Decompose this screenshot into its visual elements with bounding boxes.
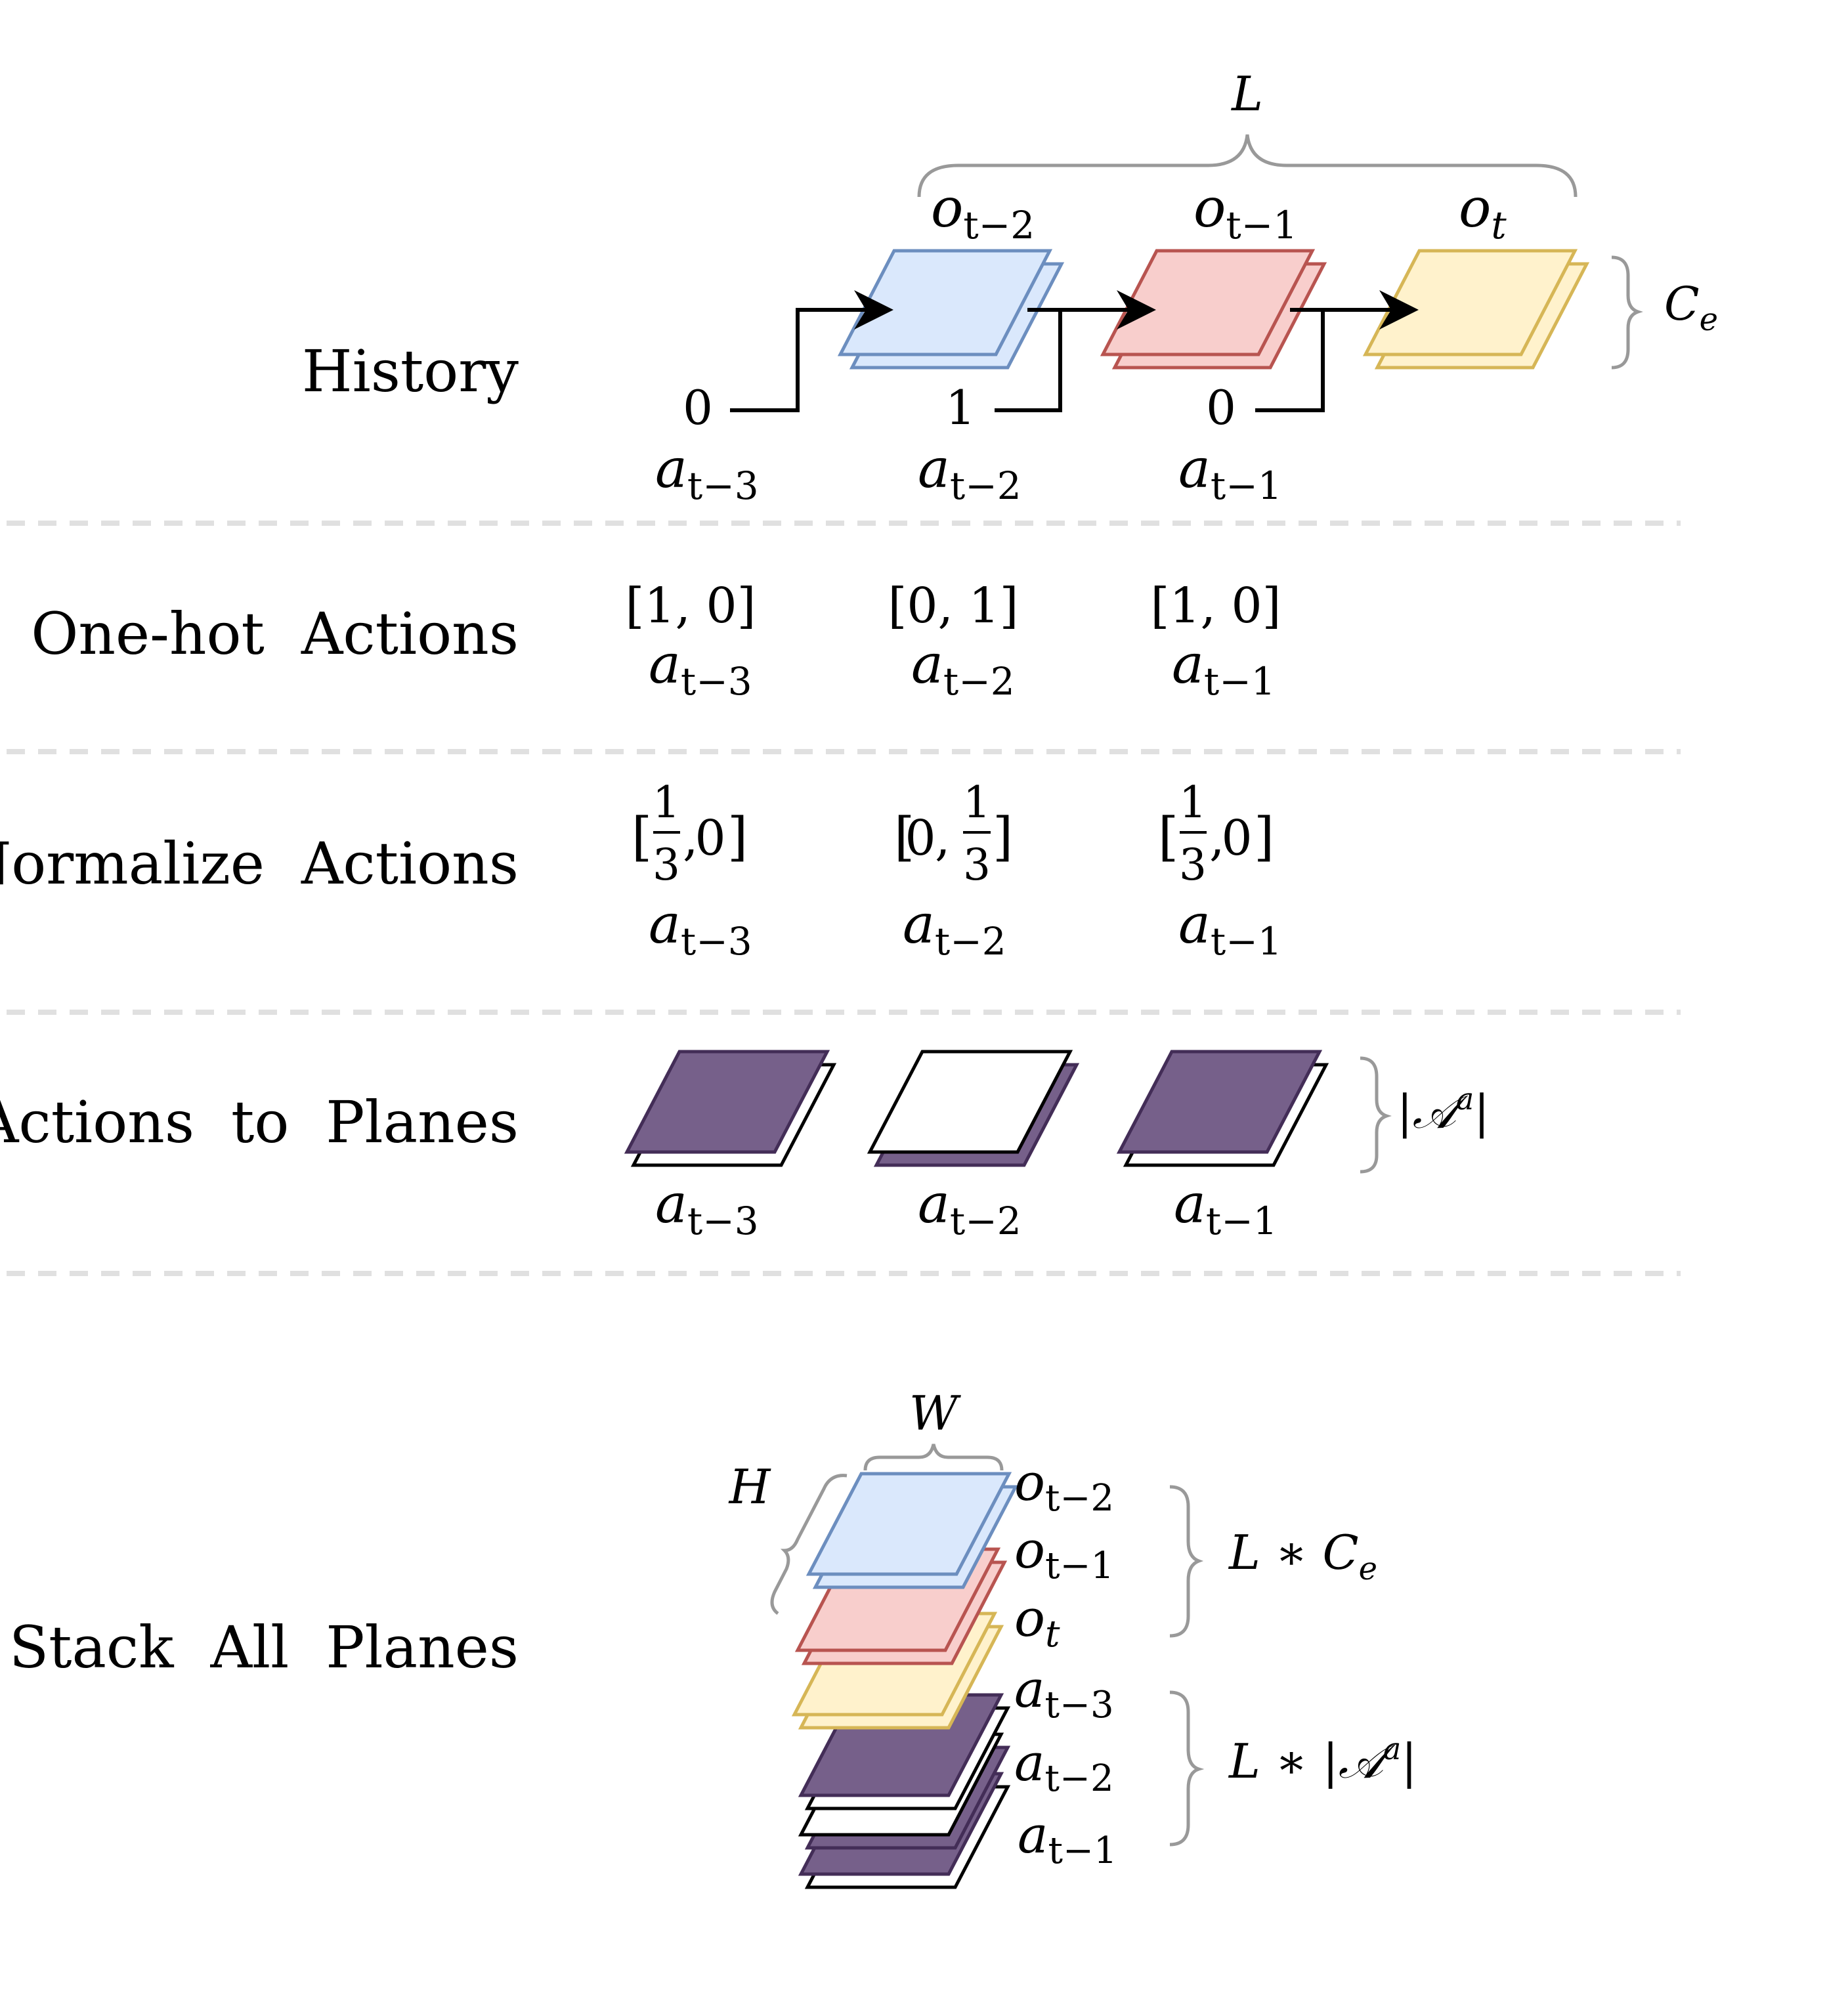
- svg-text:[: [: [894, 806, 914, 867]
- row-label-onehot: One-hot Actions: [31, 600, 519, 668]
- history-action-value-3: 0: [1206, 380, 1236, 435]
- stack-label-5: at−2: [1014, 1734, 1114, 1800]
- svg-text:0: 0: [905, 810, 935, 866]
- Ce-brace: [1611, 255, 1643, 370]
- arrow-blue-to-red: [995, 290, 1156, 412]
- svg-text:]: ]: [1254, 806, 1274, 867]
- svg-text:[: [: [1158, 806, 1178, 867]
- action-plane-1: [624, 1050, 837, 1167]
- svg-text:1: 1: [653, 777, 680, 828]
- A-brace: [1360, 1056, 1392, 1174]
- onehot-vector-1: [1, 0]: [626, 578, 756, 634]
- L-Ce-brace: [1169, 1485, 1204, 1638]
- svg-text:0: 0: [1221, 810, 1252, 866]
- H-brace: [770, 1474, 848, 1615]
- normalize-vector-3: [ 1 3 , 0 ]: [1158, 777, 1274, 890]
- row-label-normalize: Normalize Actions: [0, 830, 519, 897]
- stack-label-3: ot: [1014, 1589, 1060, 1656]
- stack-label-4: at−3: [1014, 1660, 1114, 1726]
- svg-text:,: ,: [935, 810, 951, 866]
- normalize-vector-2: [ 0 , 1 3 ]: [894, 777, 1013, 890]
- normalize-vector-1: [ 1 3 , 0 ]: [632, 777, 748, 890]
- svg-text:3: 3: [653, 840, 680, 890]
- row-label-history: History: [302, 337, 519, 405]
- L-brace: [917, 134, 1578, 198]
- onehot-vector-2: [0, 1]: [888, 578, 1019, 634]
- svg-text:,: ,: [683, 810, 698, 866]
- W-label: W: [909, 1386, 961, 1441]
- onehot-action-label-3: at−1: [1172, 633, 1276, 704]
- L-A-label: L ∗ |𝒜a|: [1228, 1731, 1417, 1789]
- stack-planes: [791, 1472, 1019, 1889]
- svg-text:]: ]: [993, 806, 1013, 867]
- normalize-action-label-1: at−3: [649, 893, 752, 964]
- svg-text:0: 0: [695, 810, 725, 866]
- obs-plane-blue: [837, 249, 1065, 370]
- svg-text:,: ,: [1209, 810, 1225, 866]
- onehot-vector-3: [1, 0]: [1151, 578, 1281, 634]
- history-action-label-3: at−1: [1178, 438, 1282, 508]
- svg-text:3: 3: [963, 840, 991, 890]
- history-action-label-2: at−2: [918, 438, 1021, 508]
- stack-label-2: ot−1: [1014, 1521, 1114, 1587]
- planes-action-label-2: at−2: [918, 1173, 1021, 1243]
- svg-text:[: [: [632, 806, 652, 867]
- history-action-label-1: at−3: [655, 438, 759, 508]
- planes-action-label-1: at−3: [655, 1173, 759, 1243]
- L-Ce-label: L ∗ Ce: [1228, 1525, 1377, 1587]
- row-label-planes: Actions to Planes: [0, 1088, 519, 1156]
- stack-label-6: at−1: [1018, 1806, 1117, 1872]
- obs-label-3: ot: [1459, 177, 1507, 247]
- normalize-action-label-2: at−2: [903, 893, 1006, 964]
- H-label: H: [728, 1459, 771, 1514]
- L-label: L: [1230, 66, 1263, 121]
- svg-text:1: 1: [1179, 777, 1207, 828]
- action-plane-3: [1116, 1050, 1329, 1167]
- planes-action-label-3: at−1: [1174, 1173, 1278, 1243]
- W-brace: [863, 1444, 1004, 1471]
- svg-text:3: 3: [1179, 840, 1207, 890]
- obs-label-2: ot−1: [1193, 177, 1297, 247]
- row-dividers: [7, 521, 1681, 1276]
- history-action-value-1: 0: [683, 380, 713, 435]
- normalize-action-label-3: at−1: [1178, 893, 1282, 964]
- history-arrows: [730, 290, 1419, 412]
- L-A-brace: [1169, 1690, 1205, 1847]
- history-action-value-2: 1: [945, 380, 976, 435]
- arrow-0-to-blue: [730, 290, 893, 412]
- svg-text:]: ]: [727, 806, 748, 867]
- stack-label-1: ot−2: [1014, 1453, 1114, 1520]
- onehot-action-label-2: at−2: [911, 633, 1015, 704]
- obs-label-1: ot−2: [931, 177, 1035, 247]
- Ce-label: Ce: [1664, 277, 1718, 338]
- onehot-action-label-1: at−3: [649, 633, 752, 704]
- A-label: |𝒜a|: [1397, 1081, 1490, 1139]
- svg-text:1: 1: [963, 777, 991, 828]
- action-plane-2: [867, 1050, 1080, 1167]
- row-label-stack: Stack All Planes: [9, 1614, 519, 1681]
- arrow-red-to-yellow: [1255, 290, 1419, 412]
